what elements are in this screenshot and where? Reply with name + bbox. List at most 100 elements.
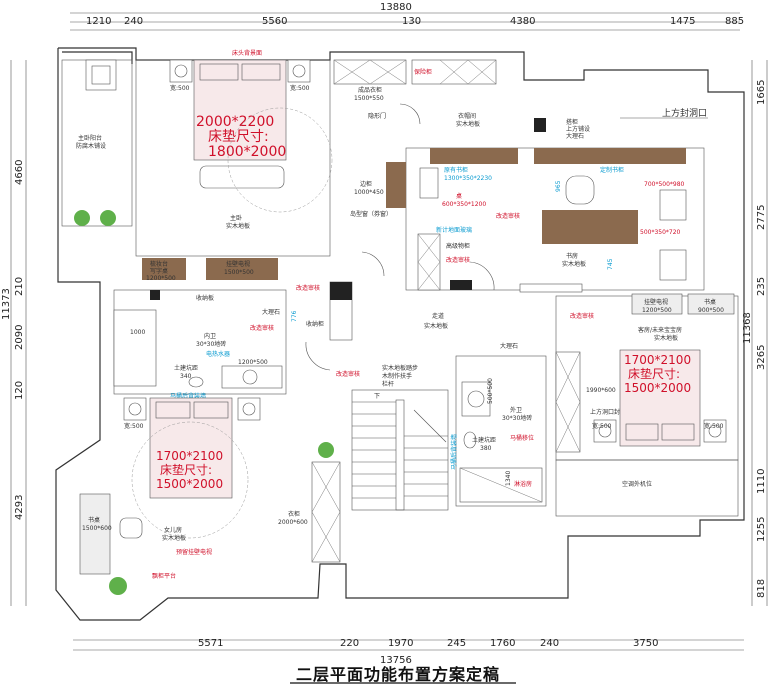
guest-toilet-icon (463, 431, 477, 449)
guest-bath-label-1: 外卫 (510, 406, 522, 414)
dim-1000-label: 1000 (130, 329, 145, 336)
desk-size: 500*350*720 (640, 229, 681, 236)
daughter-room-label-1: 女儿房 (164, 526, 182, 534)
master-bed-size: 2000*2200 (196, 114, 274, 130)
dim-top-total: 13880 (380, 2, 412, 13)
guest-bed (619, 349, 701, 447)
guest-wardrobe-dim: 1990*600 (586, 387, 616, 394)
corridor-label-2: 实木地板 (424, 322, 448, 330)
marble2-label: 大理石 (500, 342, 518, 350)
dressing-label-2: 写字桌 (150, 267, 168, 275)
dim-right-1: 1665 (756, 80, 767, 105)
rebuild-wall2-label: 改造审核 (446, 256, 470, 264)
studio-table-size: 700*500*980 (644, 181, 685, 188)
tv-wall-size: 1500*500 (224, 269, 254, 276)
window-sill-label: 马桶后背装墙 (170, 392, 206, 400)
staircase (351, 389, 449, 511)
guest-desk-size: 900*500 (698, 307, 724, 314)
dim-top-2: 240 (124, 16, 143, 27)
dim-745-label: 745 (607, 258, 614, 270)
inner-bath: 收纳板 1000 内卫 30*30地砖 电热水器 土建坑距 340 1200*5… (113, 289, 298, 400)
dim-bottom-2: 220 (340, 638, 359, 649)
vanity-size: 1200*500 (238, 359, 268, 366)
rebuild-a-label: 改造审核 (296, 284, 320, 292)
daughter-desk-label: 书桌 (88, 516, 100, 524)
study-label-2: 实木地板 (562, 260, 586, 268)
daughter-bed (149, 397, 233, 499)
original-shelf-label: 原有书柜 (444, 166, 468, 174)
basin-label-1: 土建坑距 (174, 364, 198, 372)
master-bedroom-label-2: 实木地板 (226, 222, 250, 230)
wash-label-2: 380 (480, 445, 492, 452)
plant-icon (318, 442, 334, 458)
tea-table-label: 桌 (456, 192, 462, 200)
dim-right-7: 818 (756, 579, 767, 598)
safe-cabinet-label: 保险柜 (414, 68, 432, 76)
guest-bed-mattress: 1500*2000 (624, 381, 691, 395)
dim-left-5: 4293 (14, 495, 25, 520)
dim-top-3: 5560 (262, 16, 287, 27)
master-bed (193, 59, 287, 161)
guest-tv (631, 293, 683, 315)
toilet-move-label: 马桶移位 (510, 434, 534, 442)
dimension-lines (10, 12, 768, 651)
guest-tv-label: 挂壁电视 (644, 298, 668, 306)
daughter-bed-mattress-label: 床垫尺寸: (160, 462, 212, 477)
page-title: 二层平面功能布置方案定稿 (296, 665, 500, 684)
dim-top-6: 1475 (670, 16, 695, 27)
dim-right-2: 2775 (756, 205, 767, 230)
dim-left-4: 120 (14, 381, 25, 400)
side-cabinet (386, 162, 406, 208)
wardrobe-top-size: 1500*550 (354, 95, 384, 102)
top-mount-label-2: 上方铺设 (566, 125, 590, 133)
guest-nightstand-width-a: 宽:500 (592, 422, 612, 430)
dim-left-total: 11373 (1, 288, 12, 320)
stair-label-1: 实木地板踏步 (382, 364, 418, 372)
daughter-desk-size: 1500*600 (82, 525, 112, 532)
top-mount-block (534, 118, 546, 132)
dim-top-1: 1210 (86, 16, 111, 27)
ac-label: 空调外机位 (622, 480, 652, 488)
closet-board-label: 收纳板 (196, 294, 214, 302)
dim-1340-label: 1340 (505, 471, 512, 486)
dressing-table (142, 258, 186, 280)
inner-bath-label-1: 内卫 (204, 332, 216, 340)
balcony-table (85, 59, 117, 91)
study-label-1: 书房 (566, 252, 578, 260)
toilet-icon (188, 376, 204, 388)
guest-open-label: 上方洞口封 (590, 408, 620, 416)
basin-label-2: 340 (180, 373, 192, 380)
guest-window-label: 马桶后背装墙 (450, 434, 458, 470)
dim-bottom-7: 3750 (633, 638, 658, 649)
master-bedroom-label-1: 主卧 (230, 214, 242, 222)
vanity (221, 365, 283, 389)
shelf-b (534, 148, 686, 164)
bed-wall-label: 床头背景面 (232, 49, 262, 57)
side-chair-b (659, 249, 687, 281)
master-bed-mattress-label: 床垫尺寸: (208, 129, 269, 145)
tv-wall-label: 挂壁电视 (226, 260, 250, 268)
rebuild-b-label: 改造审核 (570, 312, 594, 320)
top-open-label: 上方封洞口 (662, 107, 707, 119)
armchair (565, 175, 595, 205)
guest-desk (687, 293, 735, 315)
guest-tv-size: 1200*500 (642, 307, 672, 314)
daughter-wardrobe-size: 2000*600 (278, 519, 308, 526)
daughter-wardrobe-label: 衣柜 (288, 510, 300, 518)
dim-top-4: 130 (402, 16, 421, 27)
inner-bath-door-label: 改造审核 (250, 324, 274, 332)
guest-bed-mattress-label: 床垫尺寸: (628, 366, 680, 381)
bench (199, 165, 285, 189)
dim-left-1: 4660 (14, 160, 25, 185)
daughter-room: 1700*2100 床垫尺寸: 1500*2000 宽:500 书桌 1500*… (79, 397, 341, 595)
top-mount-label-1: 搭柜 (566, 118, 578, 126)
high-cab-label: 高级物柜 (446, 242, 470, 250)
daughter-desk (79, 493, 111, 575)
dim-bottom-4: 245 (447, 638, 466, 649)
guest-nightstand-width-b: 宽:500 (704, 422, 724, 430)
island-window-label: 岛型窗（券窗） (350, 210, 392, 218)
walkin-label-1: 衣帽间 (458, 112, 476, 120)
marble-label: 大理石 (262, 308, 280, 316)
wardrobe-top-label: 成品衣柜 (358, 86, 382, 94)
